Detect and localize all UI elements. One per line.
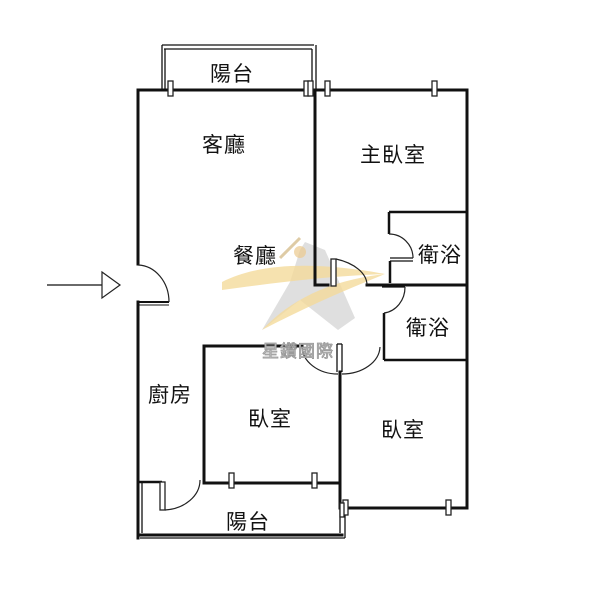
watermark-text: 星鑽國際 [262, 342, 334, 363]
star-logo-icon [222, 236, 385, 330]
room-label-balcony-top: 陽台 [210, 62, 254, 86]
room-label-dining-room: 餐廳 [233, 244, 277, 268]
doors [137, 233, 414, 511]
room-label-bathroom-1: 衛浴 [418, 243, 462, 267]
room-label-bedroom-1: 臥室 [248, 407, 292, 431]
entrance-arrow-icon [47, 270, 122, 300]
room-label-kitchen: 廚房 [148, 383, 192, 407]
room-label-bathroom-2: 衛浴 [406, 316, 450, 340]
room-label-living-room: 客廳 [202, 133, 246, 157]
windows [167, 80, 452, 518]
room-label-master-bedroom: 主臥室 [360, 143, 426, 167]
room-label-bedroom-2: 臥室 [381, 418, 425, 442]
room-label-balcony-bottom: 陽台 [226, 510, 270, 534]
